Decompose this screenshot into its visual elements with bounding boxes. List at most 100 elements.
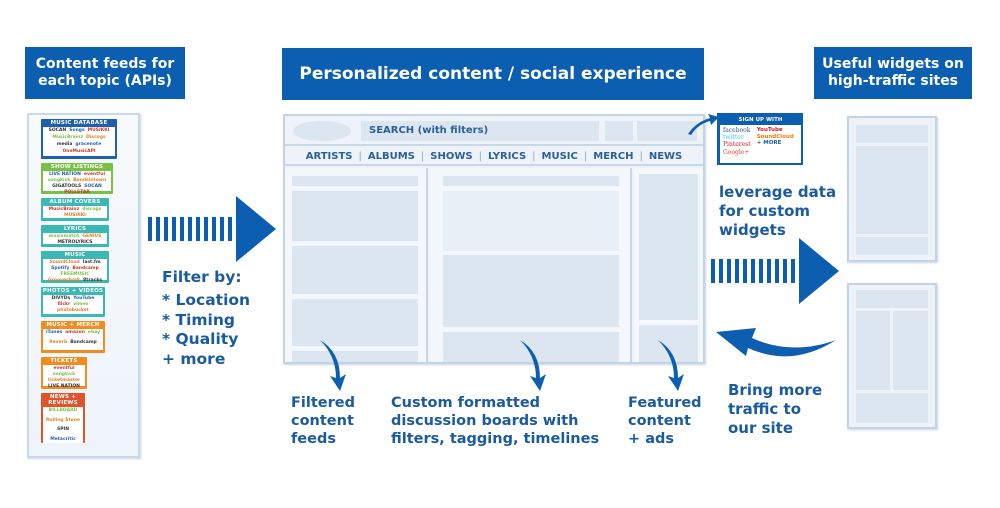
source-category-title: ALBUM COVERS: [49, 199, 101, 205]
source-logo: Metacritic: [50, 436, 76, 442]
nav-separator: |: [583, 150, 588, 162]
nav-item-lyrics[interactable]: LYRICS: [487, 150, 527, 162]
widget-body-placeholder: [856, 146, 928, 234]
text-line: widgets: [719, 220, 786, 239]
source-logo: Spotify: [51, 266, 70, 271]
search-bar[interactable]: SEARCH (with filters): [361, 121, 599, 141]
source-logo: Discogs: [86, 135, 106, 140]
website-mockup: SEARCH (with filters) ARTISTS | ALBUMS | SHO…: [283, 114, 705, 364]
bring-traffic-text: Bring more traffic to our site: [728, 381, 822, 437]
text-line: our site: [728, 418, 794, 437]
curved-arrow-back-icon: [716, 328, 836, 357]
signup-option-google[interactable]: Google+: [723, 148, 750, 156]
nav-item-merch[interactable]: MERCH: [593, 150, 634, 162]
source-category-title: PHOTOS + VIDEOS: [42, 288, 104, 294]
source-logo: flickr: [57, 302, 71, 307]
source-logo: amazon: [65, 330, 85, 335]
header-useful-widgets: Useful widgets on high-traffic sites: [814, 47, 972, 99]
source-logo: LIVE NATION: [48, 172, 81, 177]
source-logo: 8tracks: [83, 278, 103, 283]
nav-item-music[interactable]: MUSIC: [541, 150, 578, 162]
label-discussion-boards: Custom formatted discussion boards with …: [391, 394, 599, 448]
source-logo: METROLYRICS: [57, 240, 93, 245]
nav-item-artists[interactable]: ARTISTS: [305, 150, 353, 162]
source-logo: Reverb: [49, 340, 68, 345]
column-heading-placeholder: [443, 176, 619, 186]
nav-separator: |: [639, 150, 643, 162]
label-line: content: [291, 413, 354, 430]
filter-title: Filter by:: [162, 268, 242, 286]
source-logo: GIGATOOLS: [52, 184, 82, 189]
signup-option-pinterest[interactable]: Pinterest: [723, 141, 751, 149]
featured-content-column: [634, 168, 703, 362]
nav-item-albums[interactable]: ALBUMS: [367, 150, 415, 162]
widget-body-placeholder: [856, 311, 890, 390]
nav-item-news[interactable]: NEWS: [648, 150, 683, 162]
source-logo: last.fm: [82, 260, 101, 265]
label-line: feeds: [291, 431, 336, 448]
signup-option-twitter[interactable]: twitter: [723, 134, 744, 142]
source-logo: MUSIKKI: [87, 128, 110, 133]
label-line: Custom formatted: [391, 395, 541, 411]
nav-separator: |: [532, 150, 536, 162]
nav-separator: |: [358, 150, 362, 162]
nav-separator: |: [478, 150, 482, 162]
label-line: + ads: [628, 431, 674, 448]
source-logo: discogs: [82, 207, 102, 212]
filter-by-list: Filter by: * Location * Timing * Quality…: [162, 268, 250, 369]
source-logo: photobucket: [57, 308, 89, 313]
source-category-title: MUSIC DATABASE: [50, 120, 108, 126]
source-logo: POLLSTAR: [64, 190, 90, 194]
curved-arrow-down-icon: [658, 340, 684, 391]
discussion-boards-column: [430, 168, 632, 362]
widget-mockup-2: [847, 283, 937, 429]
sign-up-title: SIGN UP WITH: [720, 115, 801, 125]
feed-card-placeholder: [292, 299, 418, 346]
source-logo: ebay: [87, 330, 101, 335]
feed-card-placeholder: [292, 191, 418, 241]
signup-option-soundcloud[interactable]: SoundCloud: [756, 133, 794, 140]
source-logo: DIVYDs: [51, 296, 71, 301]
source-category-title: NEWS + REVIEWS: [48, 394, 78, 406]
source-logo: BILLBOARD: [48, 408, 78, 413]
filter-item: + more: [162, 349, 226, 368]
label-line: filters, tagging, timelines: [391, 431, 600, 448]
source-logo: MUSIKKI: [64, 213, 86, 218]
widget-mockup-1: [847, 116, 937, 262]
nav-separator: |: [420, 150, 425, 162]
widget-footer-placeholder: [856, 237, 928, 255]
source-logo: media: [56, 142, 73, 147]
header-button-placeholder[interactable]: [605, 121, 633, 141]
header-personalized-content: Personalized content / social experience: [282, 48, 704, 100]
source-logo: SOCAN: [48, 128, 67, 133]
signup-option-more[interactable]: + MORE: [756, 140, 782, 147]
header-login-placeholder[interactable]: [637, 121, 697, 141]
striped-arrow-right-icon: [711, 238, 839, 304]
signup-option-youtube[interactable]: YouTube: [756, 127, 783, 133]
nav-item-shows[interactable]: SHOWS: [430, 150, 473, 162]
signup-option-facebook[interactable]: facebook: [723, 127, 751, 134]
widget-header-placeholder: [856, 125, 928, 143]
source-logo: eventful: [53, 366, 75, 371]
source-logo: Songs: [69, 128, 85, 133]
source-logo: eventful: [83, 172, 105, 177]
source-logo: musixmatch: [48, 234, 80, 239]
text-line: Bring more: [728, 381, 823, 399]
source-logo: songkick: [52, 372, 76, 377]
label-line: content: [628, 413, 691, 430]
source-logo: SOCAN: [84, 184, 102, 189]
striped-arrow-right-icon: [148, 196, 276, 262]
site-nav: ARTISTS | ALBUMS | SHOWS | LYRICS | MUSIC | MERCH |…: [285, 148, 703, 166]
